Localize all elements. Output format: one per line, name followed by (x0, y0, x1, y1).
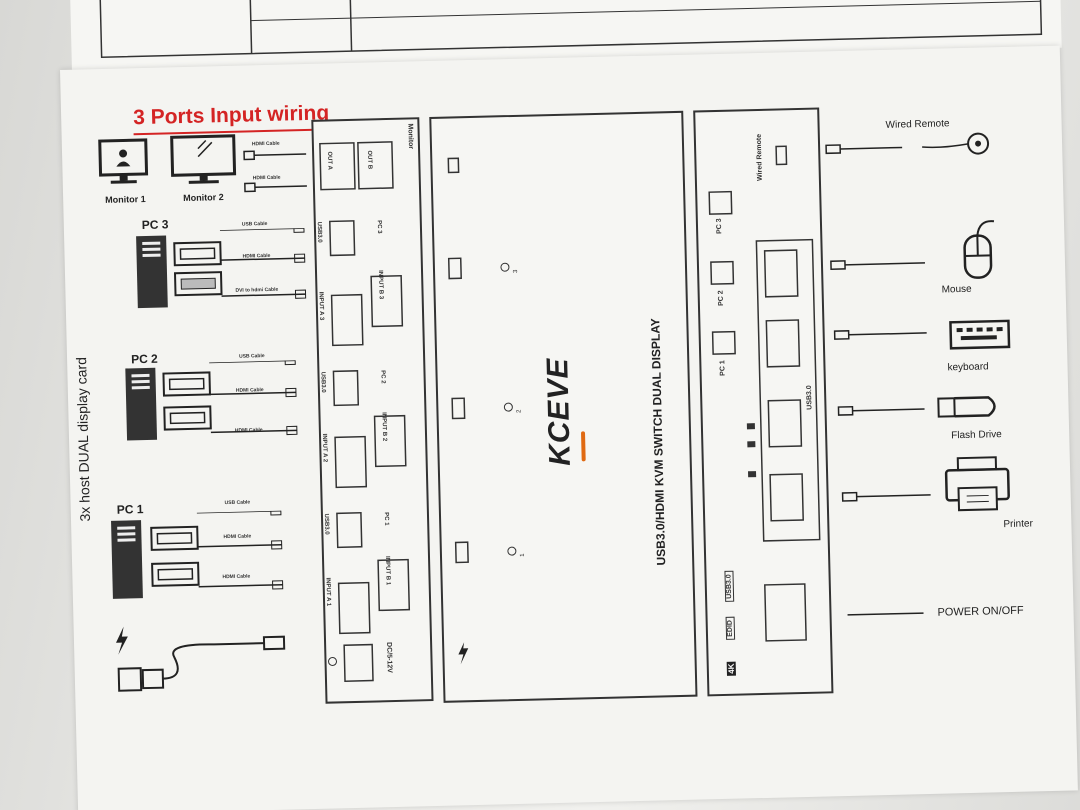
pc-3-label: PC 3 (141, 217, 169, 233)
peripheral-lines (825, 132, 1011, 616)
back-dc-label: DC/5-12V (385, 642, 393, 673)
monitor-cable-lines (243, 150, 307, 193)
lightning-icon (116, 626, 128, 655)
back-out-a-label: OUT A (326, 151, 333, 170)
power-adapter (116, 626, 286, 692)
back-usb-3-label: USB3.0 (315, 221, 323, 243)
back-pc3-label: PC 3 (375, 220, 383, 234)
top-table-lines (99, 0, 1043, 59)
power-switch-label: POWER ON/OFF (937, 604, 1024, 619)
back-input-a1-label: INPUT A 1 (324, 577, 332, 607)
manual-sheet: 3 Ports Input wiring 3x host DUAL displa… (60, 45, 1078, 810)
flash-drive-label: Flash Drive (951, 429, 1002, 442)
wired-remote-label: Wired Remote (885, 118, 950, 131)
brand-swoosh (580, 431, 586, 462)
pc-2-usb-cable-label: USB Cable (238, 353, 265, 360)
4k-badge: 4K (726, 661, 736, 676)
top-sheet (70, 0, 1062, 72)
back-panel-ports (319, 141, 411, 682)
diagram-title: 3 Ports Input wiring (132, 101, 330, 130)
front-button-2-label: 2 (516, 409, 523, 413)
back-input-b3-label: INPUT B 3 (376, 270, 384, 300)
back-pc2-label: PC 2 (379, 370, 386, 384)
keyboard-icon (949, 319, 1011, 350)
right-usb-label: USB3.0 (805, 385, 814, 410)
printer-label: Printer (1003, 518, 1033, 531)
front-panel: 3 2 1 KCEVE USB3.0/HDMI KVM SWITCH DUAL … (429, 110, 698, 703)
pc-3-usb-cable-label: USB Cable (241, 220, 268, 228)
monitor-icons (98, 134, 237, 184)
back-pc1-label: PC 1 (382, 512, 390, 526)
monitor-1-label: Monitor 1 (105, 193, 146, 205)
back-input-a3-label: INPUT A 3 (317, 291, 325, 321)
back-usb-1-label: USB3.0 (322, 513, 330, 535)
back-out-b-label: OUT B (366, 150, 373, 170)
back-usb-2-label: USB3.0 (319, 371, 326, 393)
usb-badge: USB3.0 (724, 571, 735, 602)
front-panel-buttons (447, 157, 517, 665)
right-pc3-label: PC 3 (715, 218, 724, 235)
right-wired-remote-label: Wired Remote (755, 133, 764, 182)
plug-icon (117, 667, 143, 692)
back-panel: Monitor OUT A OUT B PC 3 USB3.0 INPUT B … (311, 117, 434, 704)
power-lightning-icon (458, 642, 469, 665)
right-pc1-label: PC 1 (719, 360, 727, 376)
front-button-1-label: 1 (519, 553, 527, 557)
pc-1-tower (111, 510, 284, 599)
mouse-label: Mouse (941, 283, 972, 296)
right-panel: Wired Remote PC 3 PC 2 PC 1 USB3.0 USB3.… (693, 107, 834, 697)
right-pc2-label: PC 2 (717, 290, 725, 306)
back-monitor-label: Monitor (406, 123, 415, 150)
pc-1-usb-cable-label: USB Cable (224, 499, 251, 507)
pc-3-tower (136, 227, 307, 309)
back-input-a2-label: INPUT A 2 (320, 433, 328, 463)
side-title: 3x host DUAL display card (73, 356, 94, 522)
monitor-2-label: Monitor 2 (183, 192, 224, 204)
top-status-icon (447, 157, 460, 174)
back-input-b1-label: INPUT B 1 (383, 556, 391, 586)
remote-icon (967, 132, 990, 155)
edid-badge: EDID (725, 616, 736, 640)
front-button-3-label: 3 (513, 269, 520, 273)
brand-logo: KCEVE (541, 357, 577, 467)
back-input-b2-label: INPUT B 2 (380, 412, 388, 442)
flash-drive-icon (937, 397, 956, 418)
pc-2-tower (125, 360, 298, 441)
right-panel-ports (708, 145, 821, 642)
keyboard-label: keyboard (947, 361, 989, 374)
